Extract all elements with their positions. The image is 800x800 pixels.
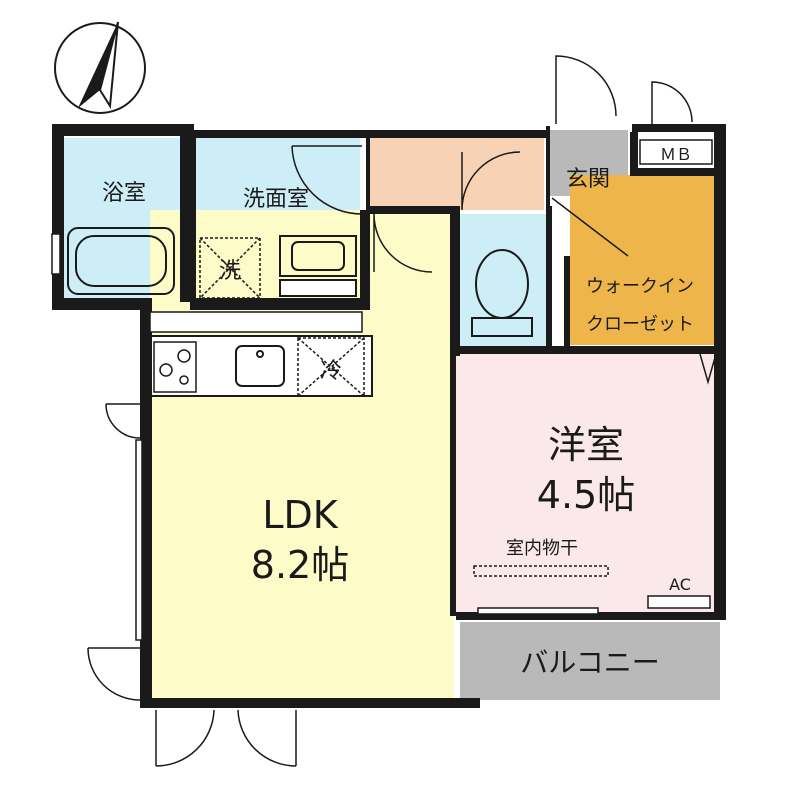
meter-box [639, 139, 713, 165]
balcony-area [460, 622, 720, 700]
western-room-area [456, 352, 718, 614]
balcony-label: バルコニー [520, 646, 659, 679]
closet-label-line1: ウォークイン [586, 276, 694, 297]
meter-box-label: ＭＢ [660, 145, 692, 164]
washbasin-icon [279, 235, 357, 297]
western-room-label: 洋室 [548, 423, 624, 467]
hall-area [366, 138, 544, 210]
doors [87, 55, 717, 767]
bathroom-label: 浴室 [102, 181, 146, 206]
toilet-icon [471, 249, 533, 337]
washing-machine-icon [199, 237, 261, 299]
bathtub-icon [67, 227, 175, 295]
ldk-label: LDK [262, 493, 338, 537]
walls [52, 124, 726, 708]
washer-label: 洗 [219, 259, 241, 284]
aircon-label: AC [669, 575, 691, 594]
closet-label-line2: クローゼット [586, 314, 694, 335]
washroom-label: 洗面室 [243, 187, 309, 212]
ldk-size: 8.2帖 [251, 543, 349, 587]
kitchen-sink-icon [235, 345, 285, 387]
entrance-label: 玄関 [566, 167, 610, 192]
closet-area [570, 175, 716, 345]
north-arrow-icon [54, 21, 146, 114]
kitchen-counter [149, 311, 373, 397]
windows [51, 233, 599, 641]
western-room-size: 4.5帖 [537, 473, 635, 517]
stove-icon [153, 341, 197, 393]
refrigerator-icon [297, 337, 365, 397]
aircon-unit [647, 595, 711, 609]
indoor-drying-rack [473, 565, 609, 577]
fridge-label: 冷 [320, 359, 342, 384]
indoor-drying-label: 室内物干 [506, 538, 578, 559]
